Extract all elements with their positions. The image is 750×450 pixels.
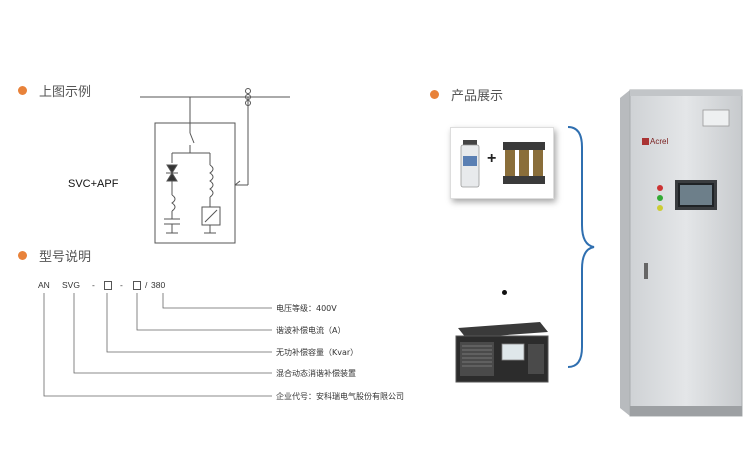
model-voltage: 380 (151, 280, 166, 290)
bullet-dot-icon (18, 251, 27, 260)
products-title-text: 产品展示 (451, 89, 504, 104)
model-prefix: AN (38, 280, 50, 290)
model-code-row: AN SVG - - / 380 (38, 280, 188, 292)
apf-module-image (455, 322, 549, 383)
legend-item: 企业代号：安科瑞电气股份有限公司 (276, 392, 404, 401)
products-section-title: 产品展示 (430, 85, 503, 104)
wiring-title-text: 上图示例 (39, 85, 92, 100)
legend-item: 电压等级：400V (276, 304, 337, 313)
model-sep-2: - (120, 280, 123, 290)
model-sep-1: - (92, 280, 95, 290)
bullet-dot-icon (18, 86, 27, 95)
legend-item: 无功补偿容量（Kvar） (276, 348, 359, 357)
placeholder-square-icon (133, 281, 141, 290)
model-leader-lines (43, 293, 272, 397)
model-title-text: 型号说明 (39, 250, 92, 265)
placeholder-square-icon (104, 281, 112, 290)
plus-sign: + (487, 150, 497, 167)
legend-item: 谐波补偿电流（A） (276, 326, 346, 335)
model-series: SVG (62, 280, 80, 290)
capacitor-reactor-card: + (450, 127, 554, 199)
separator-dot (502, 290, 507, 295)
svc-apf-label: SVC+APF (68, 178, 119, 190)
cabinet-brand-label: Acrel (650, 137, 669, 146)
apf-module-card (450, 318, 552, 390)
wiring-diagram (140, 88, 290, 244)
enclosure-box (154, 122, 236, 244)
legend-item: 混合动态消谐补偿装置 (276, 369, 356, 378)
svg-cabinet-image (620, 89, 743, 417)
model-slash: / (145, 280, 148, 290)
grouping-brace (567, 126, 595, 368)
reactor-image (503, 142, 545, 184)
capacitor-image (460, 140, 480, 188)
bullet-dot-icon (430, 90, 439, 99)
wiring-section-title: 上图示例 (18, 81, 91, 100)
model-section-title: 型号说明 (18, 246, 91, 265)
